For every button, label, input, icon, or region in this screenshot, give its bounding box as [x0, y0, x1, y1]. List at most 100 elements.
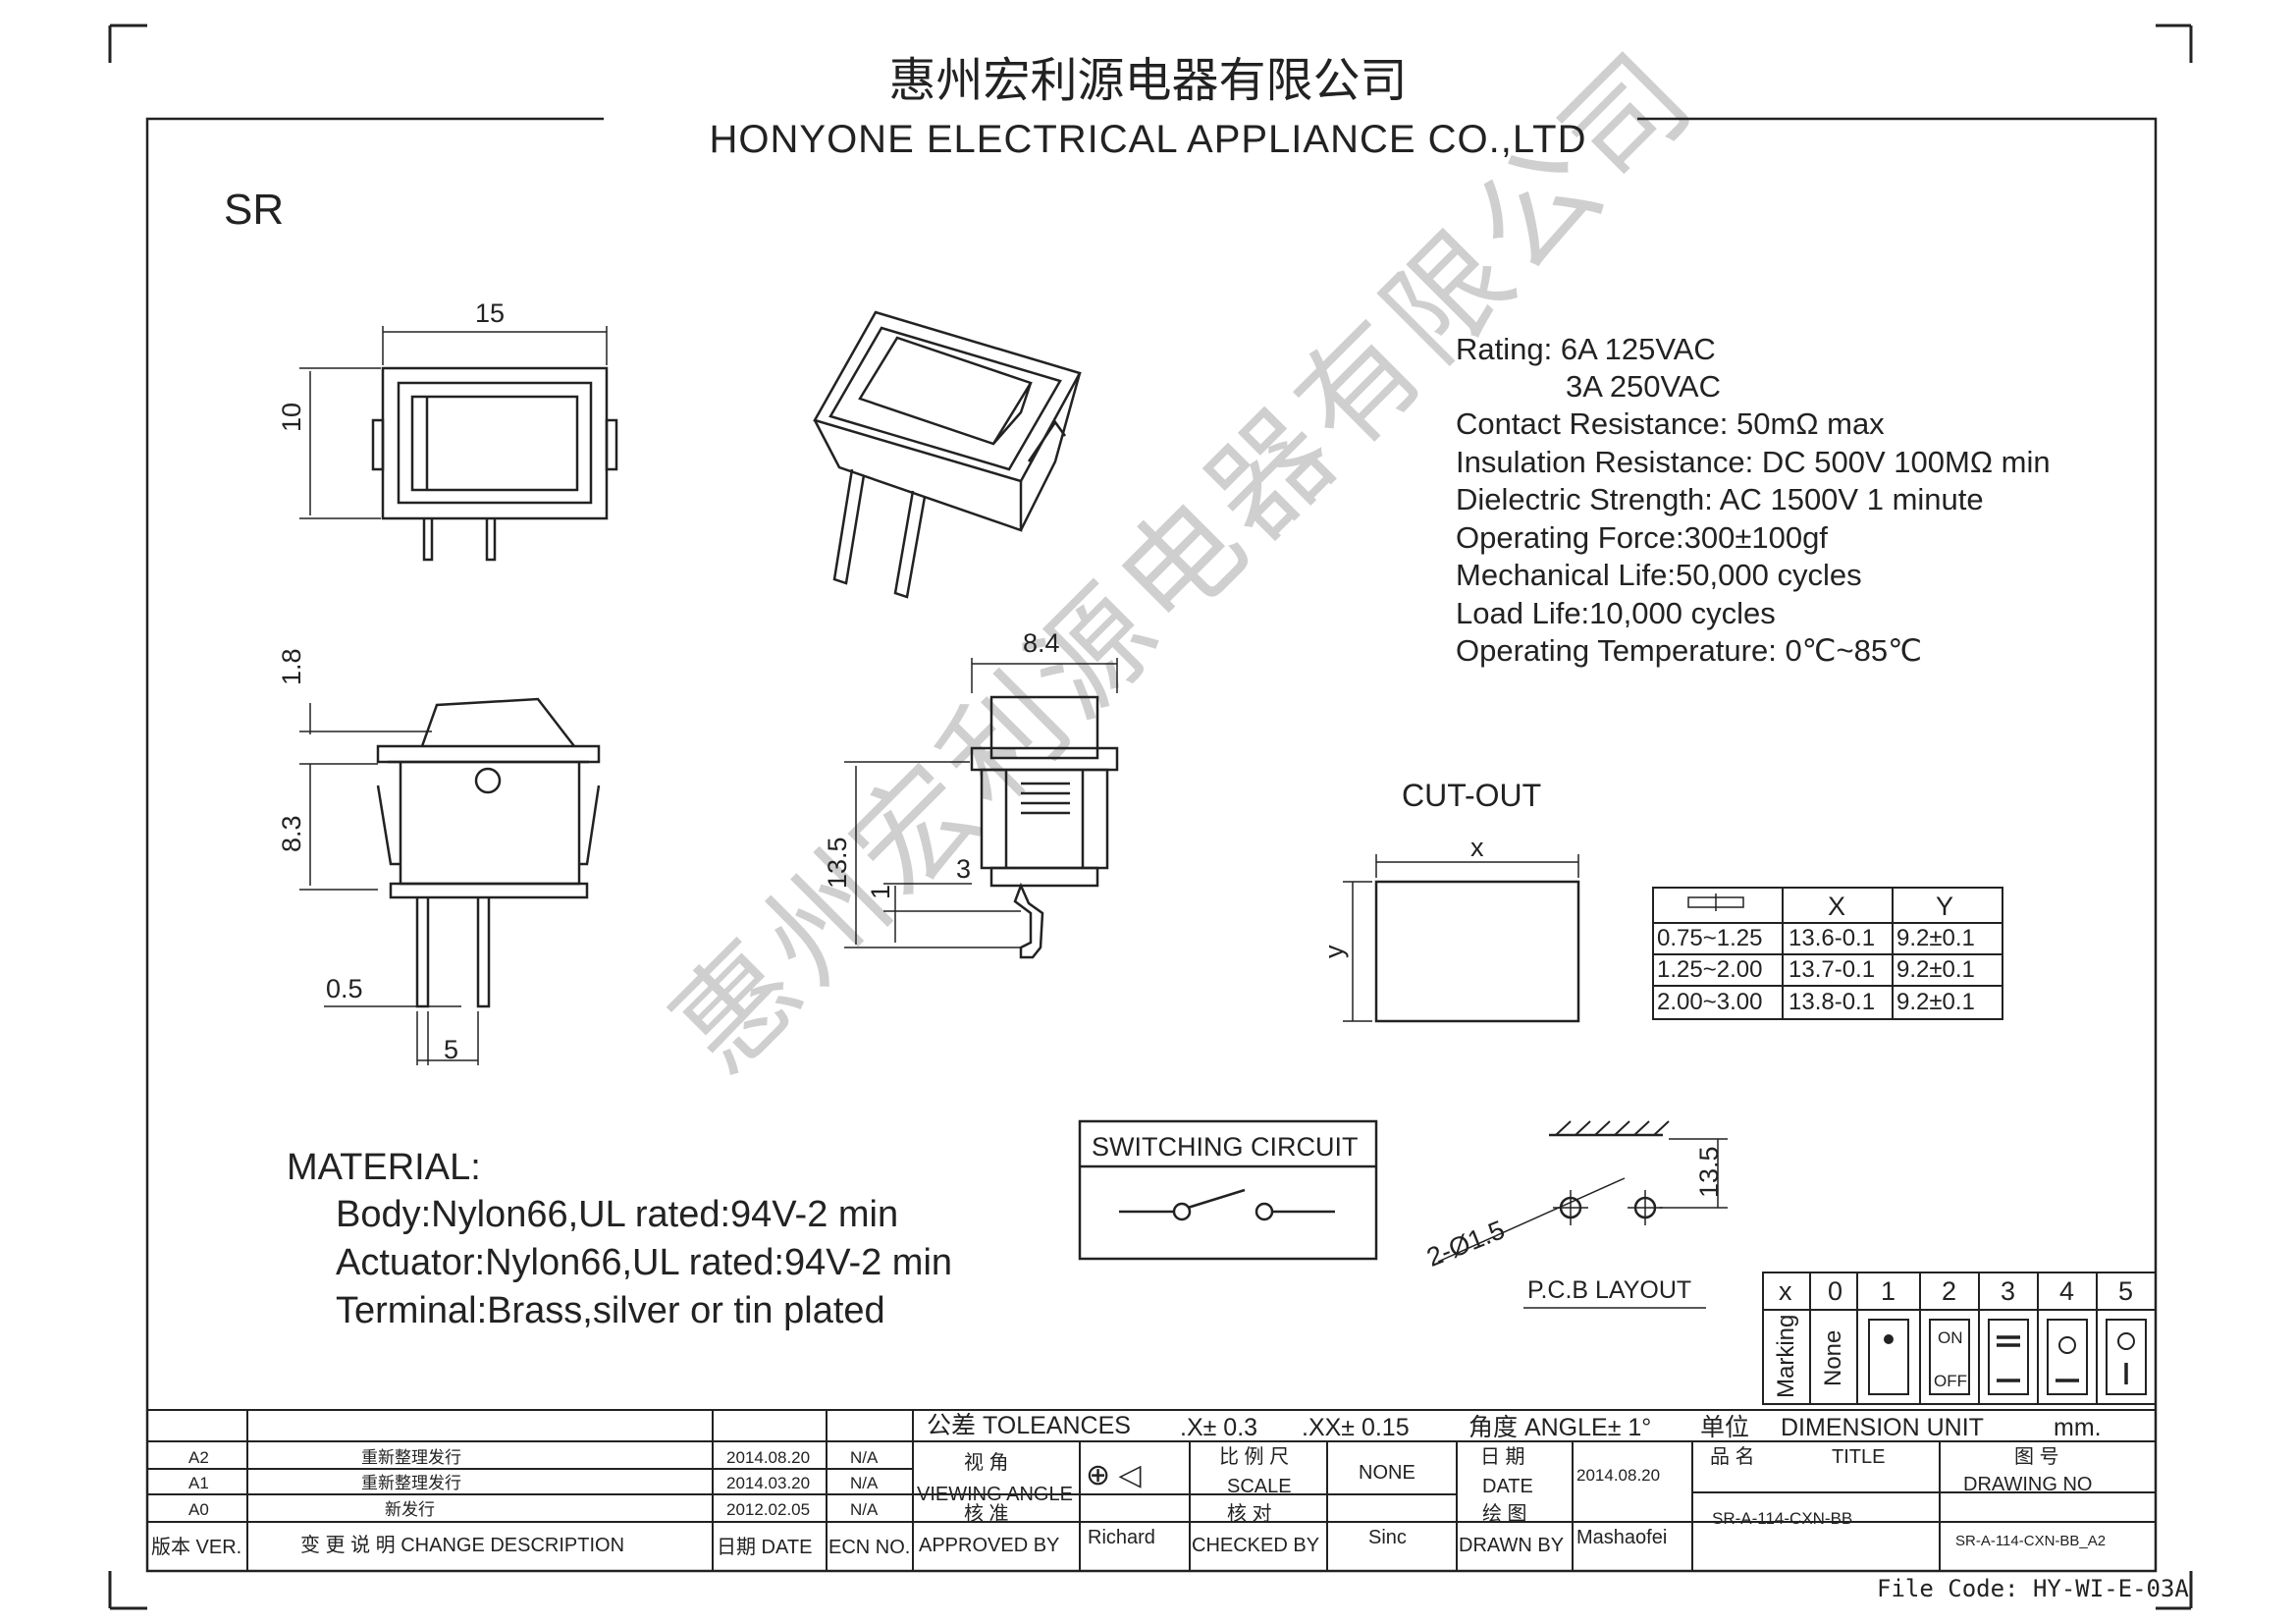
material-actuator: Actuator:Nylon66,UL rated:94V-2 min: [336, 1242, 953, 1283]
material-title: MATERIAL:: [287, 1147, 481, 1188]
dim-actuator-height: 1.8: [277, 648, 306, 685]
model-code: SR: [224, 186, 285, 234]
tolerances-label: 公差 TOLEANCES: [927, 1412, 1131, 1439]
side-view-center: [844, 658, 1119, 959]
cutout-x-label: x: [1470, 833, 1484, 862]
list-item: N/A: [850, 1500, 879, 1519]
tolerance-xx: .XX± 0.15: [1302, 1414, 1410, 1441]
dim-side-width: 8.4: [1023, 628, 1060, 658]
spec-load-life: Load Life:10,000 cycles: [1456, 596, 1776, 630]
marking-col-2: 2: [1942, 1276, 1957, 1306]
spec-insulation-resistance: Insulation Resistance: DC 500V 100MΩ min: [1456, 445, 2051, 479]
company-name-cn: 惠州宏利源电器有限公司: [888, 53, 1408, 108]
corner-marks: [108, 24, 2193, 1610]
list-item: 重新整理发行: [361, 1474, 461, 1492]
scale-cn: 比 例 尺: [1219, 1446, 1290, 1468]
pcb-spacing: 13.5: [1694, 1146, 1724, 1198]
date-cn: 日 期: [1480, 1446, 1525, 1468]
ver-header: 版本 VER.: [151, 1537, 242, 1558]
company-name-en: HONYONE ELECTRICAL APPLIANCE CO.,LTD: [709, 118, 1587, 161]
table-row: 13.6-0.1: [1789, 925, 1876, 951]
spec-rating: Rating: 6A 125VAC: [1456, 332, 1716, 366]
title-block-grid: [147, 1409, 2156, 1571]
table-row: 9.2±0.1: [1896, 956, 1975, 983]
marking-col-0: 0: [1828, 1276, 1843, 1306]
viewing-angle-label: VIEWING ANGLE: [917, 1484, 1073, 1505]
switching-circuit-title: SWITCHING CIRCUIT: [1092, 1132, 1359, 1162]
drawn-cn: 绘 图: [1482, 1503, 1527, 1525]
dimension-unit-label: DIMENSION UNIT: [1781, 1414, 1984, 1441]
title-cn: 品 名: [1710, 1446, 1755, 1468]
cutout-table-grid: [1652, 887, 2003, 1020]
viewing-angle-symbol-icon: ⊕ ◁: [1086, 1459, 1142, 1491]
material-terminal: Terminal:Brass,silver or tin plated: [336, 1290, 885, 1331]
date-label: DATE: [1482, 1476, 1533, 1497]
table-row: 13.7-0.1: [1789, 956, 1876, 983]
spec-operating-force: Operating Force:300±100gf: [1456, 520, 1828, 555]
cutout-drawing: [1343, 854, 1580, 1023]
dimension-unit-value: mm.: [2054, 1414, 2102, 1441]
date-header: 日期 DATE: [717, 1537, 813, 1558]
drawing-no-label: DRAWING NO: [1963, 1474, 2093, 1495]
approved-cn: 核 准: [964, 1503, 1009, 1525]
spec-contact-resistance: Contact Resistance: 50mΩ max: [1456, 406, 1885, 441]
material-body: Body:Nylon66,UL rated:94V-2 min: [336, 1194, 899, 1235]
table-row: 1.25~2.00: [1657, 956, 1763, 983]
list-item: A2: [188, 1448, 209, 1467]
list-item: 2014.03.20: [726, 1474, 811, 1492]
cutout-table-header-x: X: [1828, 892, 1846, 921]
list-item: N/A: [850, 1448, 879, 1467]
checked-cn: 核 对: [1227, 1503, 1272, 1525]
list-item: 2012.02.05: [726, 1500, 811, 1519]
marking-header-x: x: [1779, 1276, 1792, 1306]
title-label: TITLE: [1832, 1446, 1886, 1468]
dim-pin-width: 0.5: [326, 974, 363, 1003]
spec-mechanical-life: Mechanical Life:50,000 cycles: [1456, 558, 1862, 592]
date-value: 2014.08.20: [1576, 1466, 1661, 1485]
dim-body-height: 8.3: [277, 815, 306, 852]
dim-pin-pitch: 5: [444, 1035, 459, 1064]
change-description-header: 变 更 说 明 CHANGE DESCRIPTION: [300, 1535, 625, 1556]
cutout-title: CUT-OUT: [1402, 778, 1542, 813]
approved-by: Richard: [1088, 1527, 1155, 1548]
marking-col-3: 3: [2001, 1276, 2016, 1306]
list-item: A1: [188, 1474, 209, 1492]
drawn-label: DRAWN BY: [1459, 1535, 1565, 1556]
viewing-angle-cn: 视 角: [964, 1452, 1009, 1474]
table-row: 9.2±0.1: [1896, 989, 1975, 1015]
checked-by: Sinc: [1368, 1527, 1407, 1548]
table-row: 2.00~3.00: [1657, 989, 1763, 1015]
drawn-by: Mashaofei: [1576, 1527, 1668, 1548]
dim-side-pin-bend: 1: [866, 884, 895, 899]
list-item: A0: [188, 1500, 209, 1519]
list-item: N/A: [850, 1474, 879, 1492]
spec-operating-temperature: Operating Temperature: 0℃~85℃: [1456, 633, 1922, 668]
marking-label: Marking: [1773, 1314, 1799, 1398]
list-item: 重新整理发行: [361, 1448, 461, 1467]
ecn-header: ECN NO.: [828, 1537, 911, 1558]
front-view: [299, 326, 618, 562]
dim-side-height: 13.5: [823, 837, 852, 889]
file-code: File Code: HY-WI-E-03A: [1877, 1575, 2189, 1602]
marking-table-grid: [1762, 1272, 2157, 1405]
list-item: 2014.08.20: [726, 1448, 811, 1467]
marking-none: None: [1820, 1329, 1846, 1386]
iso-view: [813, 310, 1082, 599]
table-row: 0.75~1.25: [1657, 925, 1763, 951]
marking-col-1: 1: [1881, 1276, 1896, 1306]
tolerance-x: .X± 0.3: [1180, 1414, 1258, 1441]
cutout-table-header-y: Y: [1936, 892, 1954, 921]
tolerance-angle: 角度 ANGLE± 1°: [1468, 1414, 1652, 1441]
spec-dielectric-strength: Dielectric Strength: AC 1500V 1 minute: [1456, 482, 1984, 516]
unit-label-cn: 单位: [1700, 1414, 1750, 1441]
sheet-border: [145, 117, 2158, 1573]
side-view-left: [299, 697, 601, 1065]
list-item: 新发行: [385, 1500, 435, 1519]
dim-front-height: 10: [277, 402, 306, 432]
pcb-title: P.C.B LAYOUT: [1527, 1276, 1692, 1304]
pcb-layout: [1437, 1120, 1728, 1309]
table-row: 9.2±0.1: [1896, 925, 1975, 951]
marking-off: OFF: [1934, 1372, 1967, 1390]
dim-front-width: 15: [475, 298, 506, 328]
drawing-no-cn: 图 号: [2014, 1446, 2059, 1468]
